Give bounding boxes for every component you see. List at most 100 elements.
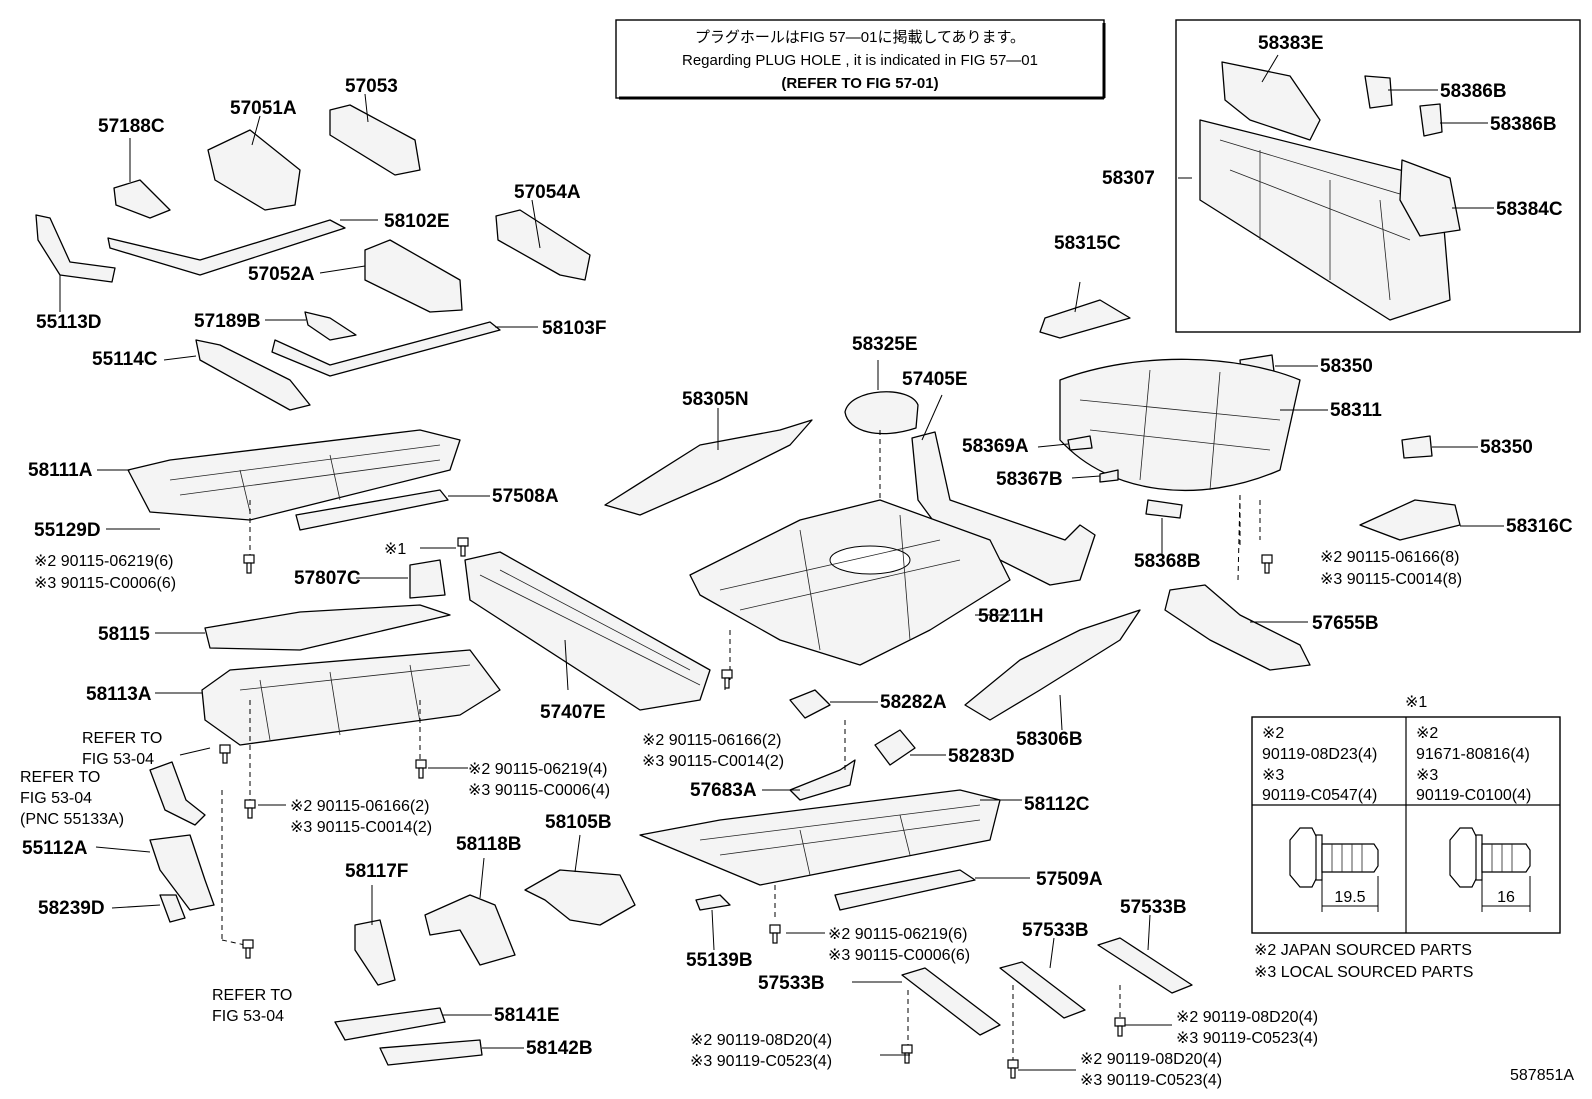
flange-bolt-icon: 19.5 xyxy=(1289,827,1379,912)
legend-right-l2: 91671-80816(4) xyxy=(1416,746,1530,763)
label-58141E: 58141E xyxy=(494,1005,560,1026)
part-57533B-shape-b xyxy=(999,961,1086,1019)
refer-1b: FIG 53-04 xyxy=(82,751,154,768)
part-58386B-shape-b xyxy=(1419,103,1443,137)
label-58142B: 58142B xyxy=(526,1038,593,1059)
part-58118B-shape xyxy=(424,894,516,966)
fastener-5a: ※2 90115-06166(8) xyxy=(1320,549,1459,566)
fastener-4a: ※2 90115-06166(2) xyxy=(290,798,429,815)
label-58368B: 58368B xyxy=(1134,551,1201,572)
bolt-icon xyxy=(243,554,255,574)
part-58325E-shape xyxy=(844,391,919,435)
label-57508A: 57508A xyxy=(492,486,559,507)
refer-2b: FIG 53-04 xyxy=(20,790,92,807)
label-57807C: 57807C xyxy=(294,568,361,589)
label-58306B: 58306B xyxy=(1016,729,1083,750)
part-58141E-shape xyxy=(334,1007,446,1041)
bolt-icon xyxy=(219,744,231,764)
label-57051A: 57051A xyxy=(230,98,297,119)
legend-title: ※1 xyxy=(1405,694,1427,711)
label-55114C: 55114C xyxy=(92,349,158,370)
notice-en: Regarding PLUG HOLE , it is indicated in… xyxy=(682,52,1038,69)
label-58383E: 58383E xyxy=(1258,33,1324,54)
label-57405E: 57405E xyxy=(902,369,968,390)
refer-3a: REFER TO xyxy=(212,987,292,1004)
centre-floor-parts xyxy=(639,494,1311,951)
fastener-3b: ※3 90115-C0006(4) xyxy=(468,782,610,799)
label-58105B: 58105B xyxy=(545,812,612,833)
part-58112C-shape xyxy=(639,789,1001,886)
label-58283D: 58283D xyxy=(948,746,1015,767)
left-floor-parts xyxy=(97,429,726,800)
label-57655B: 57655B xyxy=(1312,613,1379,634)
part-58117F-shape xyxy=(354,919,396,986)
part-58115-shape xyxy=(204,604,451,651)
label-58350-b: 58350 xyxy=(1480,437,1533,458)
label-57054A: 57054A xyxy=(514,182,581,203)
label-58386B-b: 58386B xyxy=(1490,114,1557,135)
fastener-legend: ※1 ※2 90119-08D23(4) ※3 90119-C0547(4) ※… xyxy=(1251,694,1561,981)
label-58325E: 58325E xyxy=(852,334,918,355)
label-58102E: 58102E xyxy=(384,211,450,232)
part-58306B-shape xyxy=(964,609,1141,721)
label-58111A: 58111A xyxy=(28,460,93,481)
legend-left-l4: 90119-C0547(4) xyxy=(1262,787,1377,804)
fastener-4b: ※3 90115-C0014(2) xyxy=(290,819,432,836)
figure-code: 587851A xyxy=(1510,1067,1574,1084)
bolt-icon xyxy=(457,537,469,557)
label-58112C: 58112C xyxy=(1024,794,1090,815)
label-57533B-c: 57533B xyxy=(1120,897,1187,918)
part-58211H-shape xyxy=(689,499,1011,666)
part-57407E-shape xyxy=(464,551,711,711)
plate-parts xyxy=(852,914,1193,1060)
label-58282A: 58282A xyxy=(880,692,947,713)
fastener-9b: ※3 90119-C0523(4) xyxy=(1080,1072,1222,1089)
refer-1a: REFER TO xyxy=(82,730,162,747)
label-58369A: 58369A xyxy=(962,436,1029,457)
label-58239D: 58239D xyxy=(38,898,105,919)
part-57533B-shape-a xyxy=(901,967,1001,1036)
label-58367B: 58367B xyxy=(996,469,1063,490)
fastener-9a: ※2 90119-08D20(4) xyxy=(1080,1051,1222,1068)
label-58386B-a: 58386B xyxy=(1440,81,1507,102)
part-57188C-shape xyxy=(113,179,171,219)
part-58368B-shape xyxy=(1145,499,1183,519)
fastener-1a: ※2 90115-06219(6) xyxy=(34,553,173,570)
bolt-icon xyxy=(1261,554,1273,574)
label-58115: 58115 xyxy=(98,624,150,645)
bolt-icon xyxy=(1007,1059,1019,1079)
fastener-6b: ※3 90115-C0006(6) xyxy=(828,947,970,964)
fastener-1b: ※3 90115-C0006(6) xyxy=(34,575,176,592)
bolt-icon xyxy=(1114,1017,1126,1037)
bolt-icon xyxy=(244,799,256,819)
part-57509A-shape xyxy=(834,869,976,911)
part-58305N-shape xyxy=(604,419,813,516)
part-58282A-shape xyxy=(789,689,831,719)
part-57054A-shape xyxy=(495,209,591,281)
label-57509A: 57509A xyxy=(1036,869,1103,890)
part-58384C-shape xyxy=(1399,159,1461,237)
label-57052A: 57052A xyxy=(248,264,315,285)
part-58367B-shape xyxy=(1099,469,1119,483)
legend-right-dim: 16 xyxy=(1497,889,1515,906)
label-58118B: 58118B xyxy=(456,834,522,855)
lower-left-parts xyxy=(95,747,636,1066)
part-58386B-shape-a xyxy=(1364,75,1393,109)
label-58103F: 58103F xyxy=(542,318,606,339)
part-55113D-shape xyxy=(35,214,116,283)
legend-note-local: ※3 LOCAL SOURCED PARTS xyxy=(1254,964,1473,981)
upper-left-parts xyxy=(35,93,591,411)
legend-note-japan: ※2 JAPAN SOURCED PARTS xyxy=(1254,942,1472,959)
legend-left-l2: 90119-08D23(4) xyxy=(1262,746,1377,763)
part-58311-shape xyxy=(1059,358,1301,492)
label-57533B-a: 57533B xyxy=(758,973,825,994)
label-55112A: 55112A xyxy=(22,838,88,859)
part-58383E-shape xyxy=(1221,61,1321,141)
label-58316C: 58316C xyxy=(1506,516,1573,537)
legend-right-l3: ※3 xyxy=(1416,767,1438,784)
part-58316C-shape xyxy=(1359,499,1461,541)
plug-hole-notice: プラグホールはFIG 57—01に掲載してあります。 Regarding PLU… xyxy=(615,19,1106,100)
fastener-6a: ※2 90115-06219(6) xyxy=(828,926,967,943)
label-55129D: 55129D xyxy=(34,520,101,541)
